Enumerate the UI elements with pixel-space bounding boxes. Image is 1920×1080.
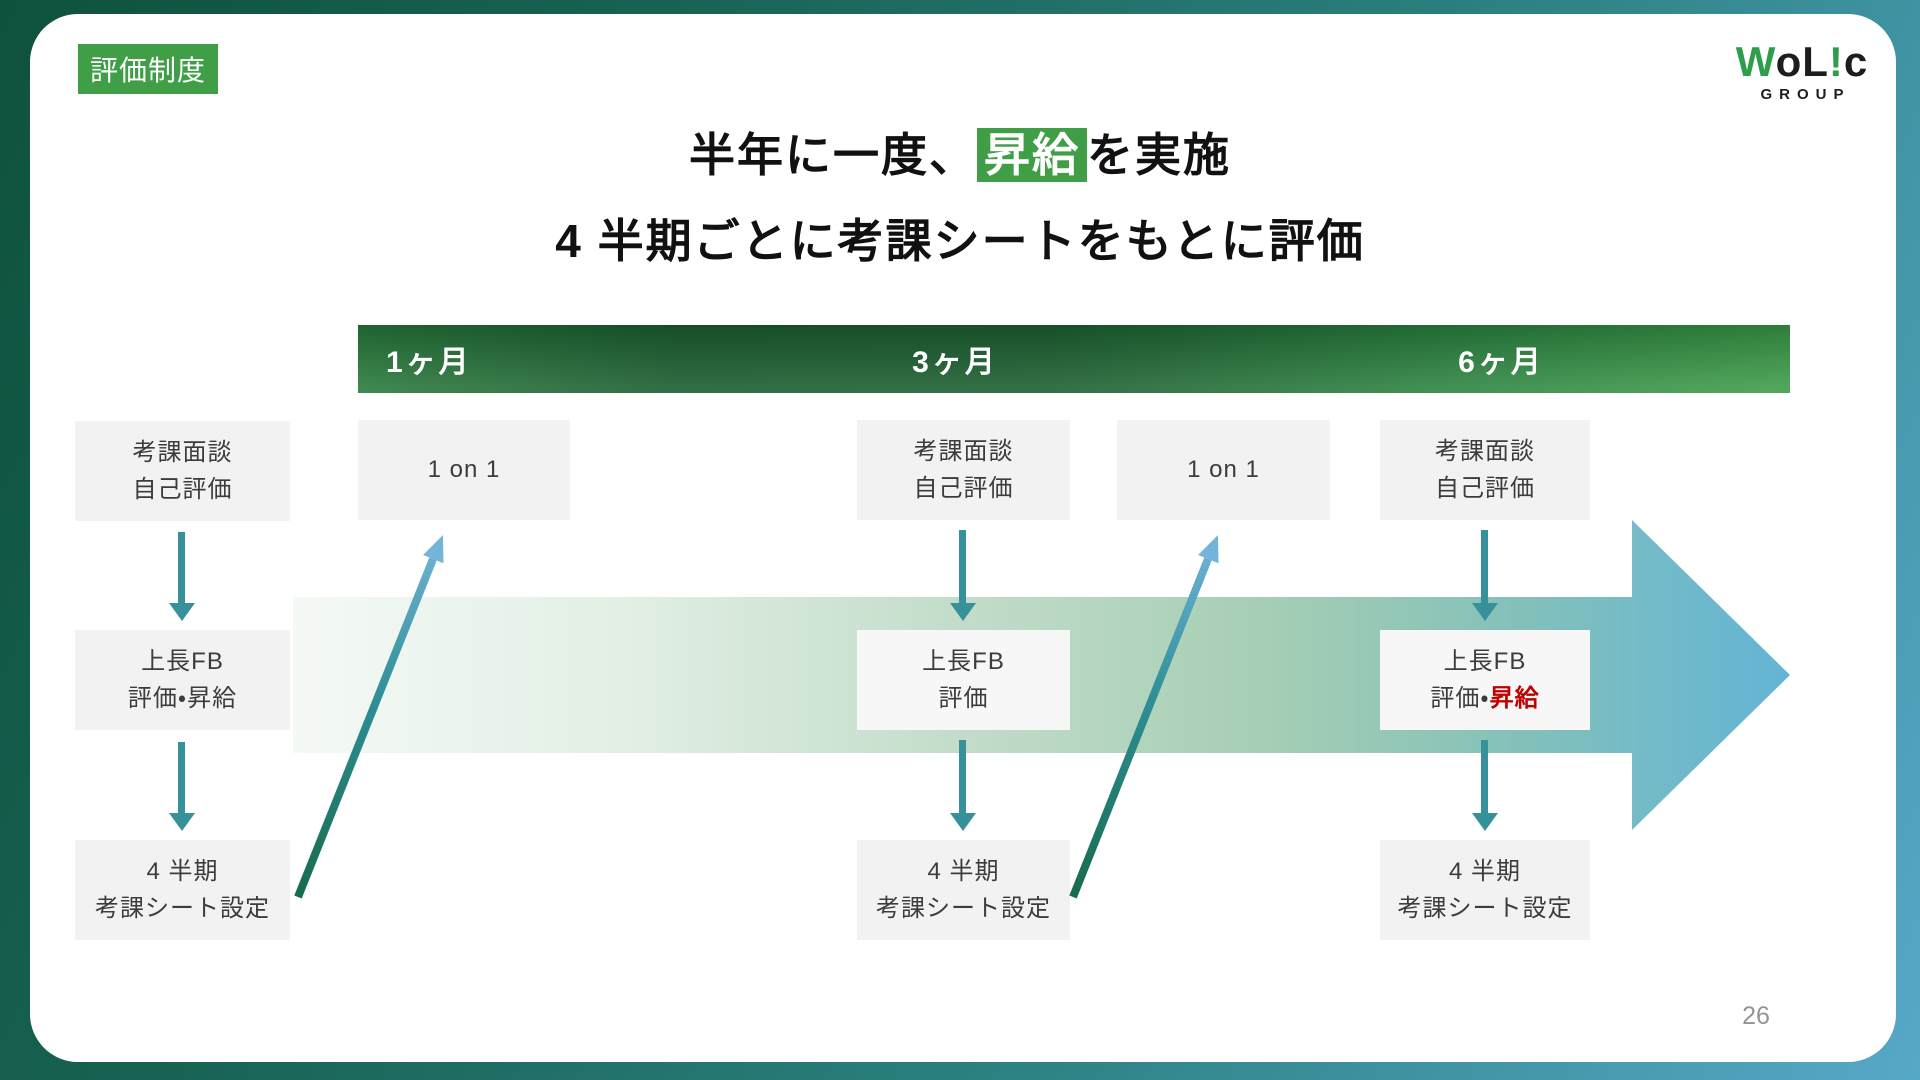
down-arrow-icon: [1481, 530, 1488, 604]
box-line: 考課シート設定: [95, 895, 270, 922]
box-line: 4 半期: [927, 857, 1000, 885]
box-line: 考課面談: [132, 438, 233, 466]
box-line: 考課面談: [1435, 437, 1535, 465]
logo-group-text: GROUP: [1760, 86, 1851, 104]
diagonal-arrow-to-1on1-second: [1069, 535, 1219, 899]
box-line: 評価・昇給: [127, 685, 238, 712]
flow-box-sheet-setting: 4 半期 考課シート設定: [75, 840, 290, 940]
logo-letters-ol: oL: [1775, 38, 1829, 85]
slide-tag-label: 評価制度: [78, 44, 219, 94]
logo-letter-c: c: [1843, 38, 1869, 85]
down-arrow-icon: [178, 532, 185, 604]
title-highlight: 昇給: [977, 128, 1087, 182]
box-line: 上長FB: [1443, 647, 1527, 675]
box-m6-fb: 上長FB 評価・昇給: [1380, 630, 1590, 730]
down-arrow-icon: [959, 530, 966, 604]
box-line: 自己評価: [1435, 475, 1535, 502]
box-m3-fb: 上長FB 評価: [857, 630, 1070, 730]
box-line: 上長FB: [922, 647, 1005, 675]
header-month-3: 3ヶ月: [912, 346, 998, 379]
box-m3-sheet: 4 半期 考課シート設定: [857, 840, 1070, 940]
down-arrow-icon: [1481, 740, 1488, 814]
logo-letter-w: W: [1735, 38, 1776, 85]
header-month-1: 1ヶ月: [386, 346, 472, 379]
slide-subtitle: 4 半期ごとに考課シートをもとに評価: [555, 215, 1365, 267]
flow-box-fb-eval-raise: 上長FB 評価・昇給: [75, 630, 290, 730]
box-line: 考課シート設定: [876, 895, 1051, 922]
down-arrow-icon: [178, 742, 185, 814]
box-line: 考課面談: [913, 437, 1014, 465]
diagonal-arrow-to-1on1-first: [294, 535, 444, 899]
title-post: を実施: [1087, 129, 1231, 181]
logo-wordmark: WoL!c: [1712, 38, 1892, 85]
box-line: 評価: [938, 685, 989, 712]
box-m6-sheet: 4 半期 考課シート設定: [1380, 840, 1590, 940]
box-line: 4 半期: [146, 857, 219, 885]
flow-box-interview-self: 考課面談 自己評価: [75, 421, 290, 521]
box-line: 上長FB: [141, 647, 224, 675]
box-1on1-first: 1 on 1: [358, 420, 570, 520]
box-m3-interview: 考課面談 自己評価: [857, 420, 1070, 520]
box-line: 考課シート設定: [1397, 895, 1573, 922]
down-arrow-icon: [959, 740, 966, 814]
box-m6-interview: 考課面談 自己評価: [1380, 420, 1590, 520]
page-number: 26: [1742, 1002, 1770, 1030]
timeline-header-bar: 1ヶ月 3ヶ月 6ヶ月: [358, 325, 1790, 393]
box-line: 自己評価: [913, 475, 1014, 502]
logo-exclamation: !: [1828, 38, 1844, 85]
box-line: 4 半期: [1448, 857, 1521, 885]
header-month-6: 6ヶ月: [1458, 346, 1544, 379]
box-line: 評価・昇給: [1430, 680, 1539, 717]
box-line: 自己評価: [132, 476, 233, 503]
company-logo: WoL!c GROUP: [1712, 38, 1892, 104]
raise-highlight-text: 昇給: [1489, 685, 1540, 712]
box-1on1-second: 1 on 1: [1117, 420, 1330, 520]
fb-line-pre: 評価・: [1430, 685, 1490, 712]
title-pre: 半年に一度、: [689, 129, 977, 181]
slide-title: 半年に一度、昇給を実施: [60, 128, 1860, 183]
